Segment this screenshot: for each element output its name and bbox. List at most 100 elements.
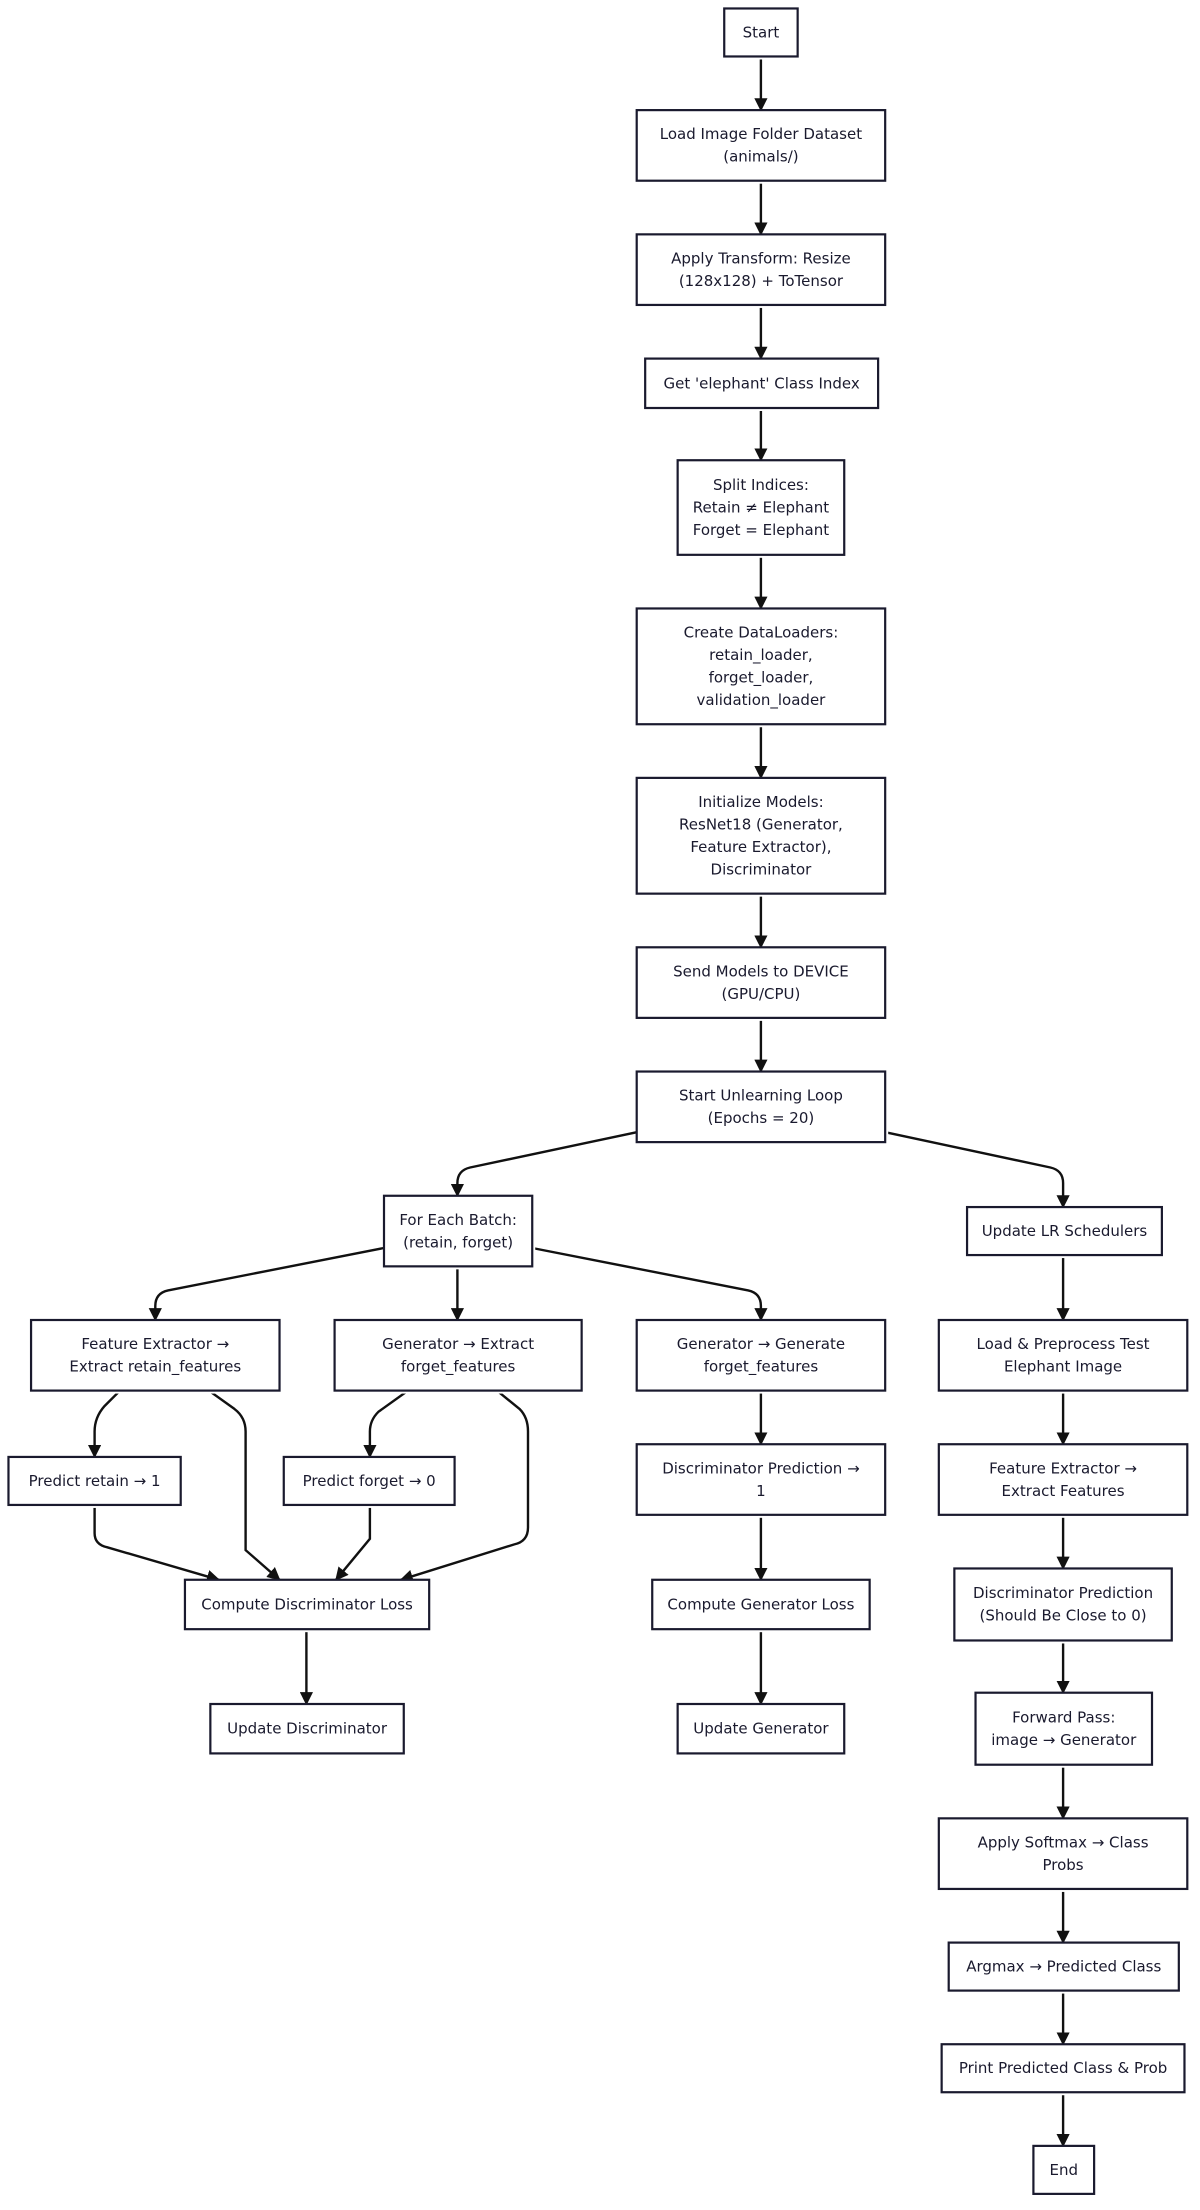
node-label: (Should Be Close to 0) (979, 1607, 1146, 1625)
node-box (644, 357, 880, 410)
node-label: Generator → Extract (382, 1335, 534, 1353)
node-fe-test: Feature Extractor → Extract Features (937, 1443, 1191, 1518)
node-label: Feature Extractor → (81, 1335, 229, 1353)
node-upd-disc: Update Discriminator (209, 1702, 407, 1757)
edge-arrow (363, 1389, 409, 1459)
edge-arrow (450, 1131, 637, 1198)
node-pred-retain: Predict retain → 1 (7, 1455, 184, 1508)
node-box (723, 7, 799, 58)
edge-arrow (335, 1504, 372, 1581)
node-label: Compute Generator Loss (667, 1595, 854, 1613)
node-label: Extract Features (1002, 1482, 1125, 1500)
node-forward: Forward Pass:image → Generator (974, 1691, 1155, 1768)
node-label: Forward Pass: (1012, 1708, 1115, 1726)
node-box (635, 1443, 887, 1516)
edge-arrow (148, 1246, 385, 1322)
node-box (333, 1318, 583, 1392)
node-lr-sched: Update LR Schedulers (965, 1205, 1165, 1259)
edge-arrow (208, 1389, 281, 1581)
node-label: Send Models to DEVICE (673, 962, 849, 980)
node-box (7, 1455, 182, 1507)
node-fe-retain: Feature Extractor → Extract retain_featur… (29, 1318, 283, 1394)
node-label: Predict retain → 1 (29, 1472, 161, 1490)
node-label: Elephant Image (1004, 1358, 1122, 1376)
node-label: Update Generator (693, 1720, 829, 1738)
node-label: forget_features (704, 1358, 819, 1377)
node-box (29, 1318, 281, 1392)
node-label: Get 'elephant' Class Index (664, 374, 860, 392)
node-label: Forget = Elephant (693, 521, 830, 539)
node-class-index: Get 'elephant' Class Index (644, 357, 882, 411)
node-upd-gen: Update Generator (676, 1702, 848, 1757)
node-label: Predict forget → 0 (303, 1472, 436, 1490)
node-batch: For Each Batch: (retain, forget) (382, 1194, 536, 1270)
node-start: Start (723, 7, 801, 60)
node-label: Apply Softmax → Class (978, 1833, 1149, 1851)
node-label: forget_loader, (709, 669, 814, 688)
node-label: Update LR Schedulers (982, 1222, 1148, 1240)
node-label: Discriminator Prediction → (662, 1459, 859, 1477)
node-box (635, 1318, 887, 1392)
node-label: (128x128) + ToTensor (679, 272, 844, 290)
node-disc-pred0: Discriminator Prediction (Should Be Close… (953, 1567, 1175, 1644)
node-label: Split Indices: (713, 476, 809, 494)
node-label: retain_loader, (709, 646, 813, 665)
node-label: For Each Batch: (399, 1211, 517, 1229)
node-gen-generate: Generator → Generate forget_features (635, 1318, 889, 1394)
node-label: Update Discriminator (227, 1720, 388, 1738)
node-label: ResNet18 (Generator, (679, 816, 843, 834)
node-transform: Apply Transform: Resize (128x128) + ToTen… (635, 233, 889, 308)
node-load: Load Image Folder Dataset(animals/) (635, 109, 889, 184)
node-label: End (1050, 2161, 1079, 2179)
node-label: validation_loader (697, 691, 827, 710)
node-label: Apply Transform: Resize (671, 249, 851, 267)
edges (87, 56, 1070, 2148)
node-box (635, 776, 887, 895)
node-label: Discriminator (711, 861, 813, 879)
node-box (635, 1070, 887, 1144)
node-box (937, 1318, 1189, 1392)
node-label: Start Unlearning Loop (679, 1087, 843, 1105)
node-label: 1 (756, 1482, 766, 1500)
node-box (947, 1941, 1180, 1992)
node-label: Feature Extractor → (989, 1459, 1137, 1477)
node-label: Generator → Generate (677, 1335, 845, 1353)
node-label: (animals/) (723, 148, 798, 166)
edge-arrow (531, 1246, 768, 1322)
node-label: Retain ≠ Elephant (693, 499, 829, 517)
node-label: Feature Extractor), (690, 838, 831, 856)
node-box (209, 1702, 405, 1755)
node-box (183, 1578, 431, 1631)
node-label: (Epochs = 20) (708, 1109, 815, 1127)
node-label: Probs (1042, 1856, 1083, 1874)
node-box (635, 109, 887, 182)
node-box (382, 1194, 534, 1268)
edge-arrow (87, 1389, 121, 1459)
node-label: Initialize Models: (698, 793, 823, 811)
node-box (953, 1567, 1173, 1642)
node-pred-forget: Predict forget → 0 (282, 1455, 458, 1508)
node-end: End (1032, 2144, 1098, 2197)
node-disc-loss: Compute Discriminator Loss (183, 1578, 433, 1633)
node-box (651, 1578, 871, 1631)
node-label: Discriminator Prediction (973, 1584, 1153, 1602)
node-label: Print Predicted Class & Prob (959, 2059, 1167, 2077)
node-box (937, 1817, 1189, 1891)
node-init-models: Initialize Models: ResNet18 (Generator, Fe… (635, 776, 889, 897)
node-label: (GPU/CPU) (721, 985, 800, 1003)
node-box (937, 1443, 1189, 1516)
node-loop: Start Unlearning Loop (Epochs = 20) (635, 1070, 889, 1146)
node-box (965, 1205, 1163, 1257)
node-label: (retain, forget) (403, 1233, 513, 1251)
node-print: Print Predicted Class & Prob (940, 2043, 1188, 2096)
node-label: Compute Discriminator Loss (201, 1595, 413, 1613)
node-box (282, 1455, 456, 1507)
edge-arrow (93, 1504, 221, 1583)
node-label: Extract retain_features (69, 1358, 241, 1377)
node-label: Load & Preprocess Test (977, 1335, 1150, 1353)
